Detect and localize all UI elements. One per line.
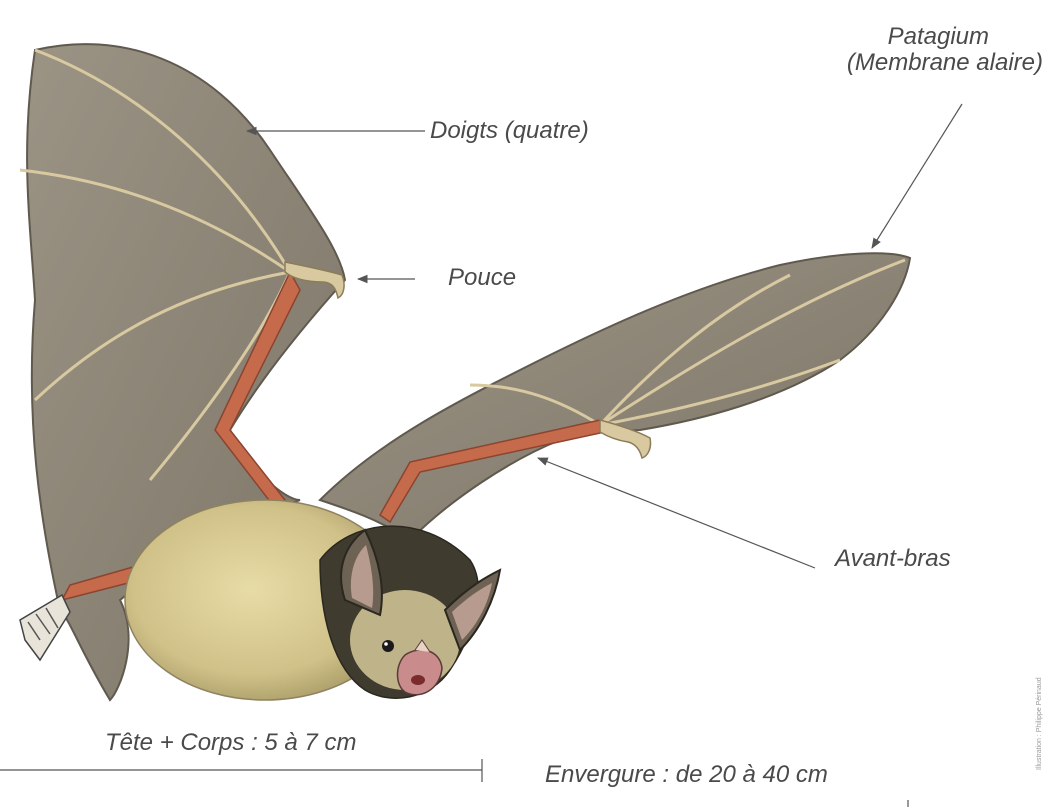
label-doigts: Doigts (quatre) [430,118,589,144]
label-patagium-line1: Patagium [0,24,1043,50]
leader-patagium [872,104,962,248]
label-patagium: Patagium (Membrane alaire) [0,24,1043,77]
illustration-credit: Illustration : Philippe Périnaud [1036,677,1043,770]
label-pouce: Pouce [448,265,516,291]
label-patagium-line2: (Membrane alaire) [0,50,1043,76]
leader-avant-bras [538,458,815,568]
bat-eye [382,640,394,652]
label-envergure: Envergure : de 20 à 40 cm [545,762,828,788]
label-tete-corps: Tête + Corps : 5 à 7 cm [105,730,356,756]
bat-nose [398,650,443,695]
label-avant-bras: Avant-bras [835,546,951,572]
left-foot [20,595,70,660]
